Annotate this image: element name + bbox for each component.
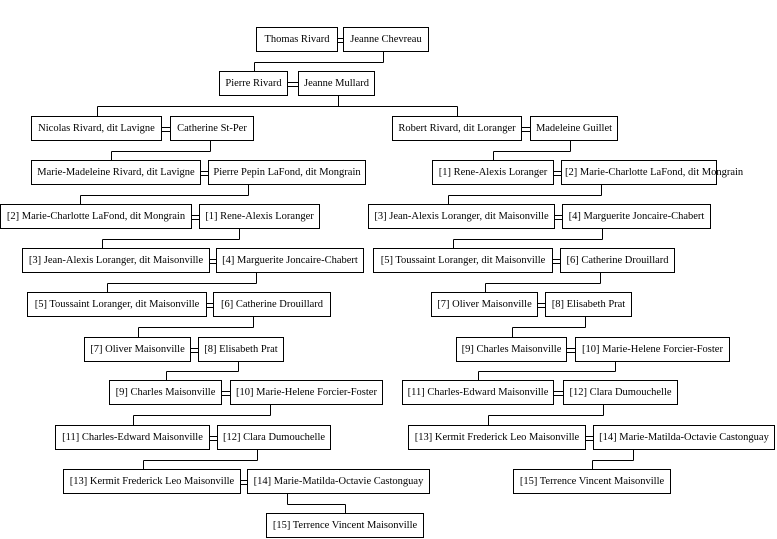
person-box-marie-madeleine-rivard[interactable]: Marie-Madeleine Rivard, dit Lavigne	[31, 160, 201, 185]
marriage-marker	[207, 302, 213, 308]
marriage-marker	[554, 170, 561, 176]
person-box-jeanne-mullard[interactable]: Jeanne Mullard	[298, 71, 375, 96]
marriage-marker	[538, 302, 545, 308]
marriage-marker	[553, 258, 560, 264]
person-box-marie-matilda-castonguay-14[interactable]: [14] Marie-Matilda-Octavie Castonguay	[247, 469, 430, 494]
person-box-charles-maisonville-9[interactable]: [9] Charles Maisonville	[456, 337, 567, 362]
person-box-oliver-maisonville-7[interactable]: [7] Oliver Maisonville	[84, 337, 191, 362]
person-box-elisabeth-prat-8[interactable]: [8] Elisabeth Prat	[198, 337, 284, 362]
person-box-charles-edward-maisonville-11[interactable]: [11] Charles-Edward Maisonville	[55, 425, 210, 450]
person-box-clara-dumouchelle-12[interactable]: [12] Clara Dumouchelle	[563, 380, 678, 405]
person-box-kermit-maisonville-13[interactable]: [13] Kermit Frederick Leo Maisonville	[63, 469, 241, 494]
person-box-charles-edward-maisonville-11[interactable]: [11] Charles-Edward Maisonville	[402, 380, 554, 405]
person-box-kermit-maisonville-13[interactable]: [13] Kermit Frederick Leo Maisonville	[408, 425, 586, 450]
marriage-marker	[201, 170, 208, 176]
marriage-marker	[241, 479, 247, 485]
person-box-clara-dumouchelle-12[interactable]: [12] Clara Dumouchelle	[217, 425, 331, 450]
person-box-thomas-rivard[interactable]: Thomas Rivard	[256, 27, 338, 52]
person-box-marie-helene-forcier-foster-10[interactable]: [10] Marie-Helene Forcier-Foster	[575, 337, 730, 362]
marriage-marker	[338, 37, 343, 43]
person-box-terrence-maisonville-15[interactable]: [15] Terrence Vincent Maisonville	[266, 513, 424, 538]
person-box-madeleine-guillet[interactable]: Madeleine Guillet	[530, 116, 618, 141]
marriage-marker	[222, 390, 230, 396]
person-box-terrence-maisonville-15[interactable]: [15] Terrence Vincent Maisonville	[513, 469, 671, 494]
person-box-toussaint-loranger-5[interactable]: [5] Toussaint Loranger, dit Maisonville	[373, 248, 553, 273]
marriage-marker	[210, 258, 216, 264]
marriage-marker	[191, 347, 198, 353]
person-box-jean-alexis-loranger-3[interactable]: [3] Jean-Alexis Loranger, dit Maisonvill…	[22, 248, 210, 273]
marriage-marker	[555, 214, 562, 220]
person-box-toussaint-loranger-5[interactable]: [5] Toussaint Loranger, dit Maisonville	[27, 292, 207, 317]
person-box-pierre-pepin-lafond[interactable]: Pierre Pepin LaFond, dit Mongrain	[208, 160, 366, 185]
person-box-catherine-st-per[interactable]: Catherine St-Per	[170, 116, 254, 141]
person-box-marguerite-joncaire-chabert-4[interactable]: [4] Marguerite Joncaire-Chabert	[216, 248, 364, 273]
marriage-marker	[162, 126, 170, 132]
person-box-rene-alexis-loranger-1[interactable]: [1] Rene-Alexis Loranger	[199, 204, 320, 229]
marriage-marker	[567, 347, 575, 353]
person-box-robert-rivard-loranger[interactable]: Robert Rivard, dit Loranger	[392, 116, 522, 141]
person-box-catherine-drouillard-6[interactable]: [6] Catherine Drouillard	[560, 248, 675, 273]
person-box-jeanne-chevreau[interactable]: Jeanne Chevreau	[343, 27, 429, 52]
marriage-marker	[554, 390, 563, 396]
person-box-jean-alexis-loranger-3[interactable]: [3] Jean-Alexis Loranger, dit Maisonvill…	[368, 204, 555, 229]
person-box-marie-matilda-castonguay-14[interactable]: [14] Marie-Matilda-Octavie Castonguay	[593, 425, 775, 450]
person-box-catherine-drouillard-6[interactable]: [6] Catherine Drouillard	[213, 292, 331, 317]
person-box-marie-helene-forcier-foster-10[interactable]: [10] Marie-Helene Forcier-Foster	[230, 380, 383, 405]
marriage-marker	[210, 435, 217, 441]
person-box-pierre-rivard[interactable]: Pierre Rivard	[219, 71, 288, 96]
person-box-marie-charlotte-lafond-2[interactable]: [2] Marie-Charlotte LaFond, dit Mongrain	[561, 160, 743, 185]
person-box-elisabeth-prat-8[interactable]: [8] Elisabeth Prat	[545, 292, 632, 317]
person-box-marie-charlotte-lafond-2[interactable]: [2] Marie-Charlotte LaFond, dit Mongrain	[0, 204, 192, 229]
person-box-oliver-maisonville-7[interactable]: [7] Oliver Maisonville	[431, 292, 538, 317]
person-box-nicolas-rivard-lavigne[interactable]: Nicolas Rivard, dit Lavigne	[31, 116, 162, 141]
person-box-marguerite-joncaire-chabert-4[interactable]: [4] Marguerite Joncaire-Chabert	[562, 204, 711, 229]
marriage-marker	[288, 81, 298, 87]
marriage-marker	[586, 435, 593, 441]
marriage-marker	[192, 214, 199, 220]
person-box-charles-maisonville-9[interactable]: [9] Charles Maisonville	[109, 380, 222, 405]
marriage-marker	[522, 126, 530, 132]
person-box-rene-alexis-loranger-1[interactable]: [1] Rene-Alexis Loranger	[432, 160, 554, 185]
